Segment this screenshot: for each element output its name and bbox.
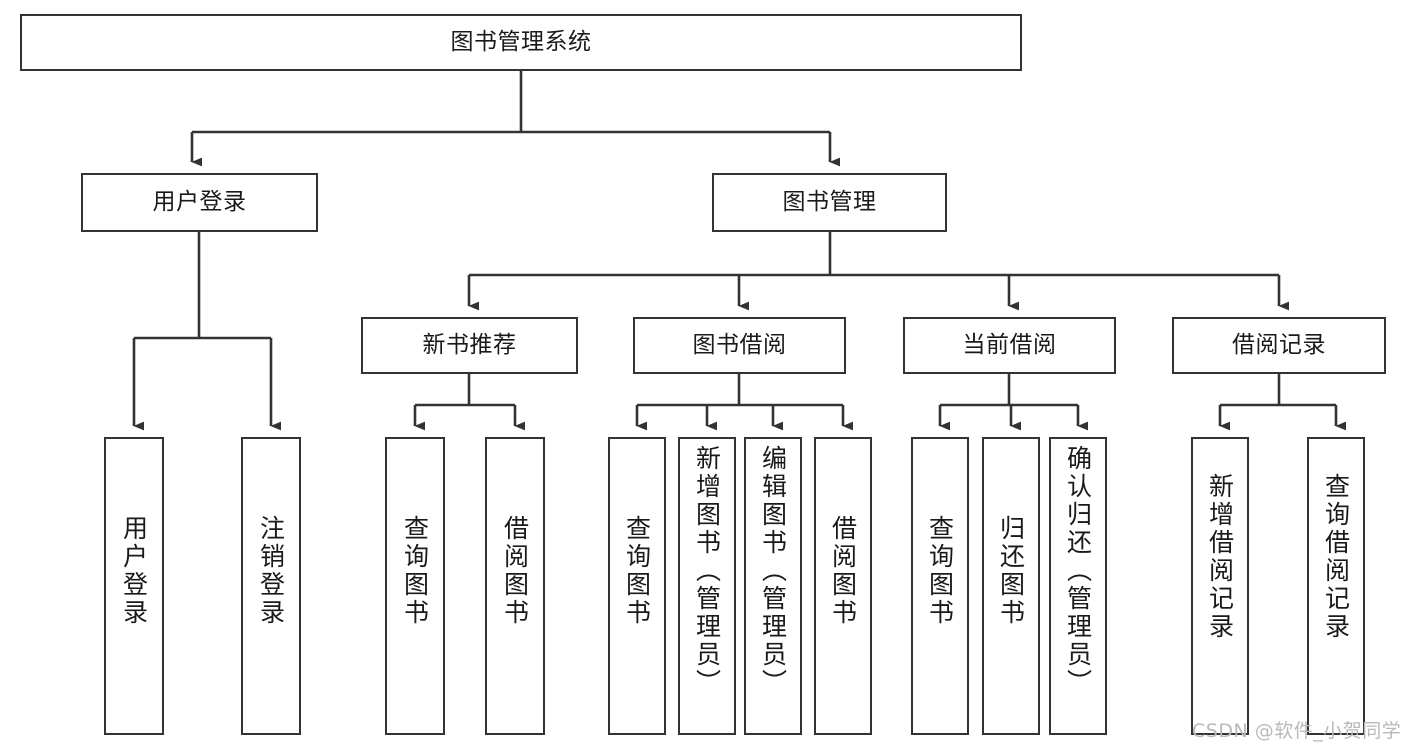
- node-leaf-borrow-book-2-label: 借阅图书: [828, 515, 858, 627]
- node-book-borrow-label: 图书借阅: [692, 331, 787, 358]
- node-leaf-edit-book-label: 编辑图书（管理员）: [758, 445, 788, 697]
- node-leaf-query-book-1[interactable]: 查询图书: [385, 437, 445, 735]
- node-new-book-recommend[interactable]: 新书推荐: [361, 317, 578, 374]
- node-user-login-label: 用户登录: [152, 188, 247, 215]
- node-leaf-add-book-label: 新增图书（管理员）: [692, 445, 722, 697]
- node-leaf-confirm-return[interactable]: 确认归还（管理员）: [1049, 437, 1107, 735]
- node-leaf-logout[interactable]: 注销登录: [241, 437, 301, 735]
- node-leaf-user-login[interactable]: 用户登录: [104, 437, 164, 735]
- node-leaf-borrow-book-1[interactable]: 借阅图书: [485, 437, 545, 735]
- node-book-manage[interactable]: 图书管理: [712, 173, 947, 232]
- node-leaf-query-book-2-label: 查询图书: [622, 515, 652, 627]
- node-borrow-record-label: 借阅记录: [1232, 331, 1326, 358]
- node-leaf-query-book-3[interactable]: 查询图书: [911, 437, 969, 735]
- node-book-borrow[interactable]: 图书借阅: [633, 317, 846, 374]
- node-book-manage-label: 图书管理: [782, 188, 877, 215]
- node-leaf-query-record[interactable]: 查询借阅记录: [1307, 437, 1365, 735]
- node-leaf-return-book-label: 归还图书: [996, 515, 1026, 627]
- node-leaf-user-login-label: 用户登录: [119, 515, 149, 627]
- node-leaf-query-book-2[interactable]: 查询图书: [608, 437, 666, 735]
- node-leaf-query-book-1-label: 查询图书: [400, 515, 430, 627]
- node-root-label: 图书管理系统: [450, 28, 592, 55]
- node-root[interactable]: 图书管理系统: [20, 14, 1022, 71]
- node-current-borrow[interactable]: 当前借阅: [903, 317, 1116, 374]
- node-current-borrow-label: 当前借阅: [962, 331, 1057, 358]
- node-leaf-query-book-3-label: 查询图书: [925, 515, 955, 627]
- node-new-book-recommend-label: 新书推荐: [422, 331, 517, 358]
- node-leaf-add-record[interactable]: 新增借阅记录: [1191, 437, 1249, 735]
- node-leaf-query-record-label: 查询借阅记录: [1321, 473, 1351, 641]
- node-leaf-borrow-book-2[interactable]: 借阅图书: [814, 437, 872, 735]
- csdn-watermark: CSDN @软件_小贺同学: [1192, 720, 1402, 742]
- node-leaf-borrow-book-1-label: 借阅图书: [500, 515, 530, 627]
- node-leaf-edit-book[interactable]: 编辑图书（管理员）: [744, 437, 802, 735]
- node-borrow-record[interactable]: 借阅记录: [1172, 317, 1386, 374]
- node-leaf-add-book[interactable]: 新增图书（管理员）: [678, 437, 736, 735]
- node-leaf-logout-label: 注销登录: [256, 515, 286, 627]
- node-leaf-confirm-return-label: 确认归还（管理员）: [1063, 445, 1093, 697]
- node-leaf-return-book[interactable]: 归还图书: [982, 437, 1040, 735]
- node-leaf-add-record-label: 新增借阅记录: [1205, 473, 1235, 641]
- node-user-login[interactable]: 用户登录: [81, 173, 318, 232]
